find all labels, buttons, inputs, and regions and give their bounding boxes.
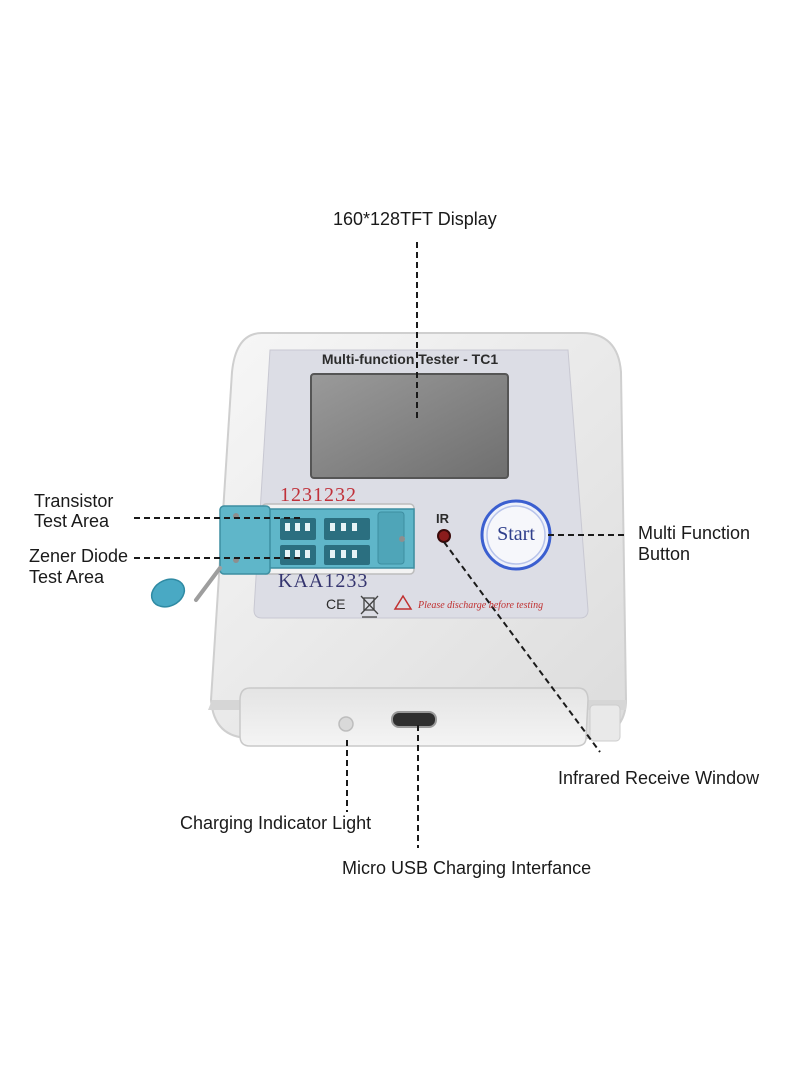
ce-mark: CE	[326, 596, 346, 612]
start-button: Start	[497, 523, 535, 545]
callout-button-line2: Button	[638, 544, 691, 564]
ir-window	[437, 529, 451, 543]
socket-lever	[150, 566, 222, 608]
callout-charging-light: Charging Indicator Light	[180, 813, 372, 833]
callout-display: 160*128TFT Display	[333, 209, 497, 229]
callout-zener-line1: Zener Diode	[29, 546, 129, 566]
weee-bin-icon	[360, 595, 379, 618]
warning-text: Please discharge before testing	[418, 600, 544, 611]
pin-numbers-top: 1231232	[280, 484, 357, 506]
callout-lines	[134, 242, 626, 848]
callout-transistor-line2: Test Area	[34, 511, 110, 531]
ir-label: IR	[436, 511, 449, 526]
callout-usb: Micro USB Charging Interfance	[342, 858, 592, 878]
warning-icon	[393, 594, 413, 610]
tft-screen	[310, 373, 509, 479]
pin-labels-bottom: KAA1233	[278, 570, 369, 592]
charging-led	[338, 716, 354, 732]
callout-button-line1: Multi Function	[638, 523, 751, 543]
callout-zener-line2: Test Area	[29, 567, 105, 587]
callout-infrared: Infrared Receive Window	[558, 768, 760, 788]
callout-transistor-line1: Transistor	[34, 491, 114, 511]
device-title: Multi-function Tester - TC1	[321, 351, 499, 367]
zif-socket	[219, 503, 415, 575]
start-button-graphic	[480, 499, 552, 571]
micro-usb-port	[391, 711, 437, 728]
